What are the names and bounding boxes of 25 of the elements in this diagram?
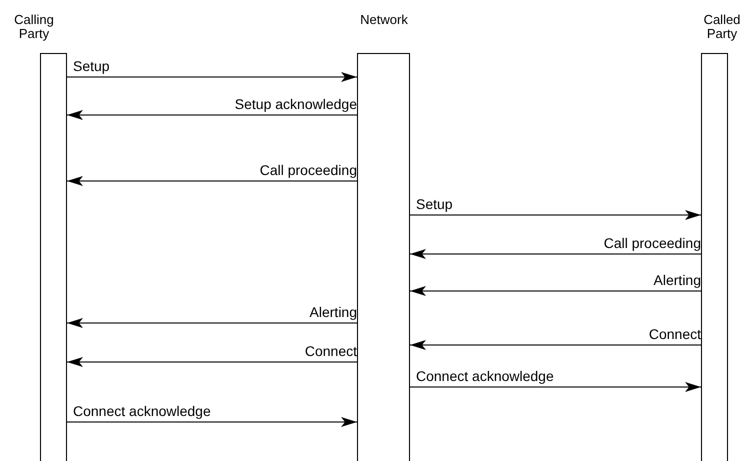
- message-arrow: [66, 417, 358, 427]
- message-arrow: [66, 72, 358, 82]
- message-arrow: [410, 286, 702, 296]
- edge-label: Connect acknowledge: [416, 368, 554, 384]
- participant-label: Calling Party: [13, 13, 55, 41]
- edge-label: Call proceeding: [260, 162, 357, 178]
- edge-label: Connect acknowledge: [73, 403, 211, 419]
- edge-label: Setup acknowledge: [234, 96, 357, 112]
- message-arrow: [410, 249, 702, 259]
- message-arrow: [66, 318, 358, 328]
- message-arrow: [66, 176, 358, 186]
- edge-label: Alerting: [310, 304, 357, 320]
- participant-label: Called Party: [702, 13, 742, 41]
- edge-label: Connect: [648, 326, 701, 342]
- message-arrow: [66, 357, 358, 367]
- edge-label: Setup: [416, 196, 453, 212]
- edge-label: Connect: [304, 343, 357, 359]
- edge-label: Alerting: [654, 272, 701, 288]
- message-arrow: [410, 382, 702, 392]
- message-arrow: [410, 210, 702, 220]
- edge-label: Setup: [73, 58, 110, 74]
- message-arrow: [410, 340, 702, 350]
- participant-label: Network: [359, 13, 409, 27]
- message-arrow: [66, 110, 358, 120]
- edge-label: Call proceeding: [604, 235, 701, 251]
